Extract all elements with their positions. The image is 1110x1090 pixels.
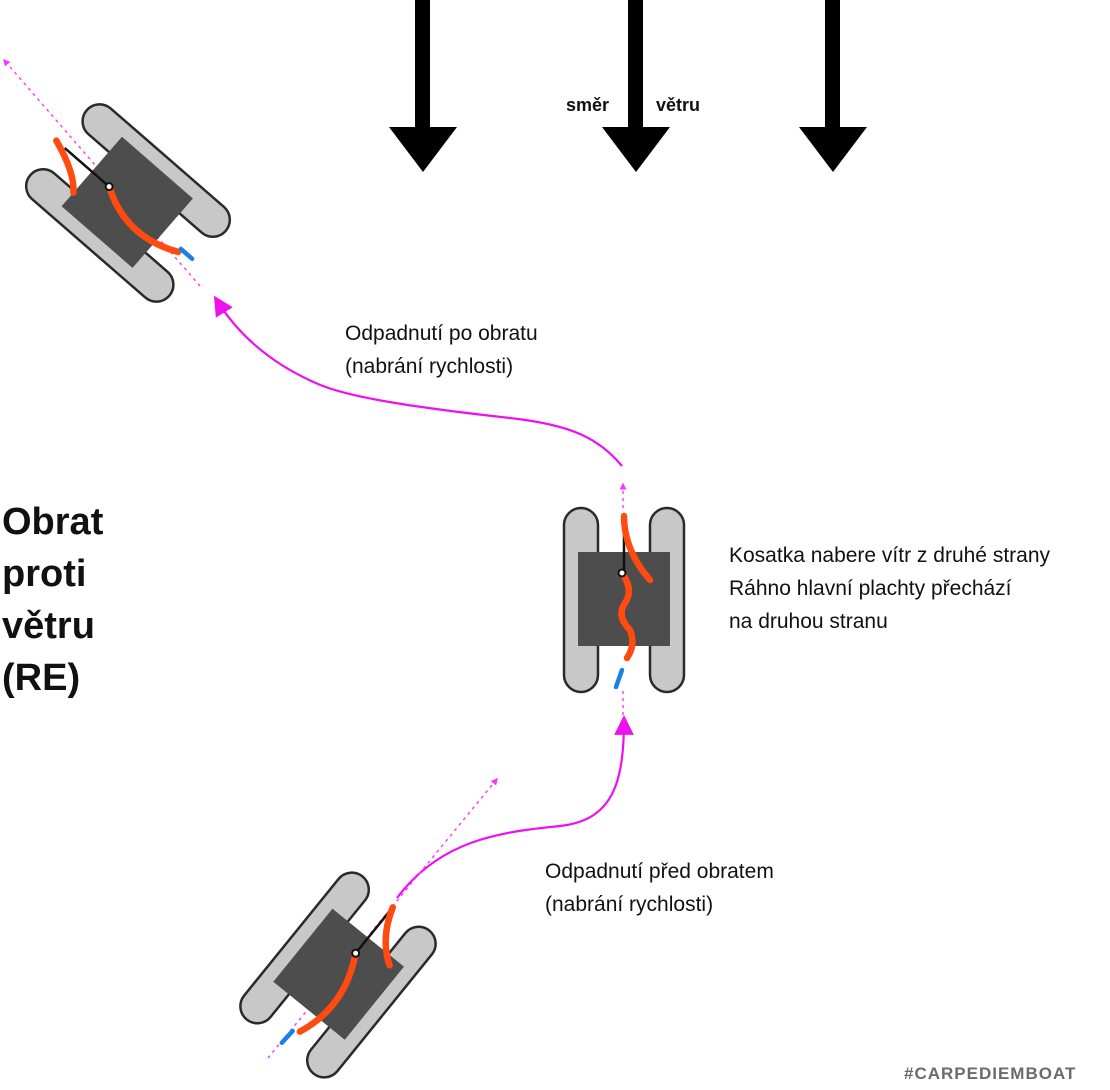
diagram-title: Obrat proti větru (RE) [2, 496, 103, 704]
title-line: proti [2, 553, 87, 595]
annotation-after-tack: Odpadnutí po obratu (nabrání rychlosti) [345, 317, 538, 383]
wind-arrow [602, 0, 670, 172]
rudder [279, 1028, 295, 1046]
hashtag-label: #CARPEDIEMBOAT [904, 1064, 1077, 1083]
wind-label-left: směr [566, 95, 610, 115]
jib-sail [53, 137, 77, 196]
course-paths [213, 295, 634, 899]
wind-label-right: větru [656, 95, 701, 115]
main-sail [105, 183, 182, 256]
annotation-line: Kosatka nabere vítr z druhé strany [729, 544, 1050, 567]
course-path-before-tack [396, 715, 634, 899]
wind-arrows [389, 0, 867, 172]
annotation-line: Odpadnutí po obratu [345, 322, 538, 345]
annotation-line: Ráhno hlavní plachty přechází [729, 577, 1012, 600]
jib-sail [620, 512, 654, 584]
jib-sail [382, 904, 397, 969]
boat-after-tack [17, 96, 239, 310]
annotation-line: (nabrání rychlosti) [545, 893, 714, 916]
wind-arrow [799, 0, 867, 172]
annotation-mid-tack: Kosatka nabere vítr z druhé strany Ráhno… [729, 539, 1050, 638]
title-line: (RE) [2, 657, 81, 699]
annotation-before-tack: Odpadnutí před obratem (nabrání rychlost… [545, 855, 774, 921]
annotation-line: Odpadnutí před obratem [545, 860, 774, 883]
boat-before-tack [232, 864, 444, 1086]
title-line: větru [2, 605, 95, 647]
boat-mid-tack [562, 506, 686, 694]
annotation-line: (nabrání rychlosti) [345, 355, 514, 378]
main-sail [296, 949, 359, 1035]
wind-arrow [389, 0, 457, 172]
title-line: Obrat [2, 501, 104, 543]
main-sail [618, 569, 636, 662]
course-path-after-tack [213, 295, 623, 467]
annotation-line: na druhou stranu [729, 610, 888, 633]
rudder [178, 246, 195, 262]
rudder [613, 667, 625, 690]
